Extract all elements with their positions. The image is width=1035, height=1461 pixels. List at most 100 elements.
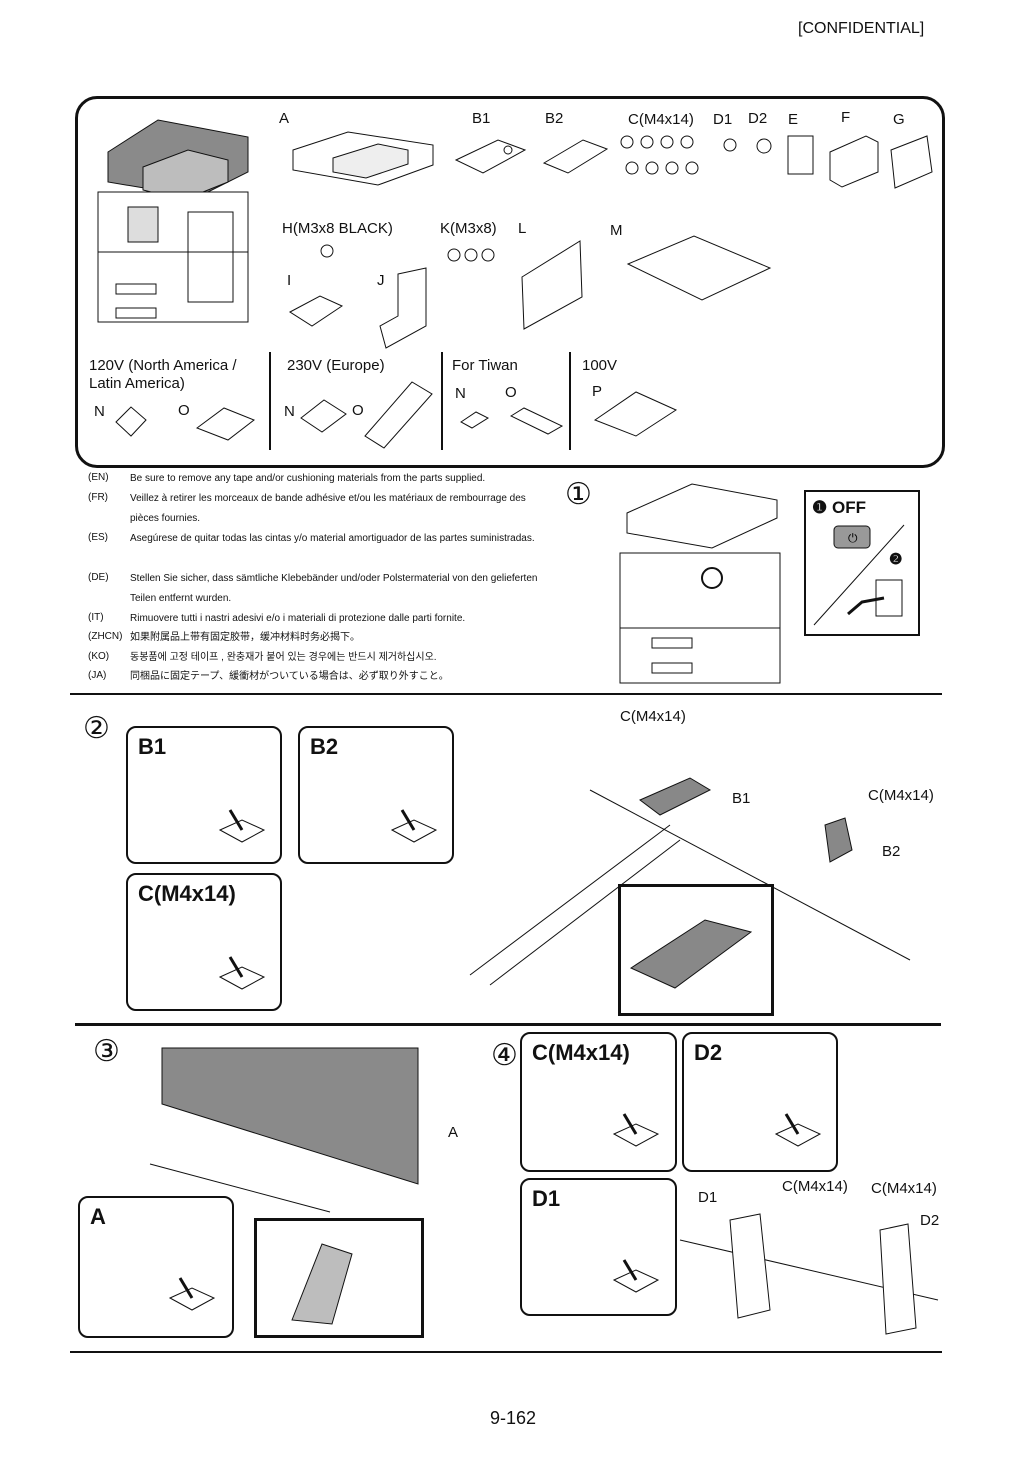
callout-b2: B2 [882, 843, 901, 860]
box-unpack-icon [612, 1259, 660, 1293]
card-a: A [78, 1196, 234, 1338]
box-unpack-icon [218, 956, 266, 990]
box-unpack-icon [612, 1113, 660, 1147]
callout-a: A [448, 1124, 459, 1141]
screw-k-illustration [447, 248, 495, 262]
part-label-f: F [841, 109, 851, 126]
part-label-g: G [893, 111, 905, 128]
card-d2: D2 [682, 1032, 838, 1172]
label-sheet-n-230v-icon [300, 399, 347, 433]
parts-box [75, 96, 945, 468]
region-230v-title: 230V (Europe) [287, 357, 385, 374]
region-230v-o: O [352, 402, 364, 419]
footer-divider [70, 1351, 942, 1353]
part-label-b1: B1 [472, 110, 491, 127]
note-code: (ZHCN) [88, 631, 123, 642]
callout-b1: B1 [732, 790, 751, 807]
section-divider [70, 693, 942, 695]
part-label-b2: B2 [545, 110, 564, 127]
zoom-bracket-icon [629, 919, 753, 989]
card-b1-title: B1 [138, 734, 167, 759]
box-unpack-icon [390, 809, 438, 843]
part-label-e: E [788, 111, 799, 128]
note-code: (ES) [88, 532, 108, 543]
note-text: Be sure to remove any tape and/or cushio… [130, 473, 486, 484]
part-m-illustration [626, 235, 772, 301]
svg-text:⏻: ⏻ [848, 531, 858, 545]
callout-c1: C(M4x14) [782, 1178, 848, 1195]
note-text: Rimuovere tutti i nastri adesivi e/o i m… [130, 613, 466, 624]
label-sheet-p-icon [593, 391, 678, 437]
region-230v-n: N [284, 403, 295, 420]
card-c-step4-title: C(M4x14) [532, 1040, 630, 1065]
step-marker-2: ❷ [889, 551, 903, 568]
part-i-illustration [289, 295, 344, 327]
note-code: (DE) [88, 572, 109, 583]
screw-h-illustration [320, 244, 334, 258]
card-b1: B1 [126, 726, 282, 864]
note-code: (JA) [88, 670, 107, 681]
region-tiwan-n: N [455, 385, 466, 402]
region-100v-p: P [592, 383, 603, 400]
region-tiwan-title: For Tiwan [452, 357, 518, 374]
part-j-illustration [379, 267, 427, 349]
part-label-h: H(M3x8 BLACK) [282, 220, 393, 237]
step-marker-1: ❶ [812, 498, 828, 517]
note-text: 如果附属品上带有固定胶带，缓冲材料时务必揭下。 [130, 632, 360, 643]
callout-d1: D1 [698, 1189, 718, 1206]
off-label: OFF [831, 498, 866, 517]
bracket-mount-illustration [469, 777, 911, 986]
bracket-b1-illustration [454, 139, 527, 174]
region-120v-title: 120V (North America / [89, 357, 237, 374]
part-g-illustration [890, 135, 933, 189]
note-code: (EN) [88, 472, 109, 483]
region-tiwan-o: O [505, 384, 517, 401]
part-label-l: L [518, 220, 527, 237]
part-label-d1: D1 [713, 111, 733, 128]
note-code: (IT) [88, 612, 104, 623]
part-e-illustration [787, 135, 814, 175]
box-unpack-icon [774, 1113, 822, 1147]
hinge-screw-illustration [679, 1213, 939, 1335]
label-sheet-o-tiwan-icon [509, 407, 564, 435]
note-code: (KO) [88, 651, 110, 662]
part-label-d2: D2 [748, 110, 768, 127]
page-number: 9-162 [490, 1408, 537, 1428]
copier-illustration [97, 119, 249, 323]
region-100v-title: 100V [582, 357, 618, 374]
hinge-detail-icon [291, 1243, 353, 1325]
callout-c2: C(M4x14) [871, 1180, 937, 1197]
card-d1-title: D1 [532, 1186, 561, 1211]
label-sheet-n-tiwan-icon [460, 411, 490, 429]
note-text: 동봉품에 고정 테이프 , 완충재가 붙어 있는 경우에는 반드시 제거하십시오… [130, 652, 437, 663]
adf-install-illustration [149, 1047, 419, 1213]
part-label-j: J [377, 272, 385, 289]
screw-c-illustration [620, 135, 699, 175]
card-c-step4: C(M4x14) [520, 1032, 677, 1172]
screw-d2-illustration [756, 138, 772, 154]
note-text: Stellen Sie sicher, dass sämtliche Klebe… [130, 573, 538, 604]
note-text: Asegúrese de quitar todas las cintas y/o… [130, 533, 535, 544]
label-sheet-o-230v-icon [364, 381, 433, 449]
power-off-machine-illustration [619, 483, 781, 684]
card-b2: B2 [298, 726, 454, 864]
bracket-b2-illustration [542, 139, 609, 174]
label-sheet-n-icon [115, 406, 147, 437]
step-2-number: ② [83, 712, 110, 745]
region-120v-title-2: Latin America) [89, 375, 185, 392]
callout-d2: D2 [920, 1212, 940, 1229]
adf-part-illustration [292, 131, 434, 186]
note-text: 同梱品に固定テープ、緩衝材がついている場合は、必ず取り外すこと。 [130, 671, 449, 682]
off-step-marker: ❶ OFF [812, 498, 866, 518]
step-4-number: ④ [491, 1039, 518, 1072]
card-d1: D1 [520, 1178, 677, 1316]
zoom-detail-box [618, 884, 774, 1016]
box-unpack-icon [168, 1277, 216, 1311]
part-label-m: M [610, 222, 623, 239]
screw-d1-illustration [723, 138, 737, 152]
box-unpack-icon [218, 809, 266, 843]
power-cord-illustration [813, 524, 905, 626]
region-120v-n: N [94, 403, 105, 420]
card-d2-title: D2 [694, 1040, 723, 1065]
part-f-illustration [829, 135, 879, 188]
